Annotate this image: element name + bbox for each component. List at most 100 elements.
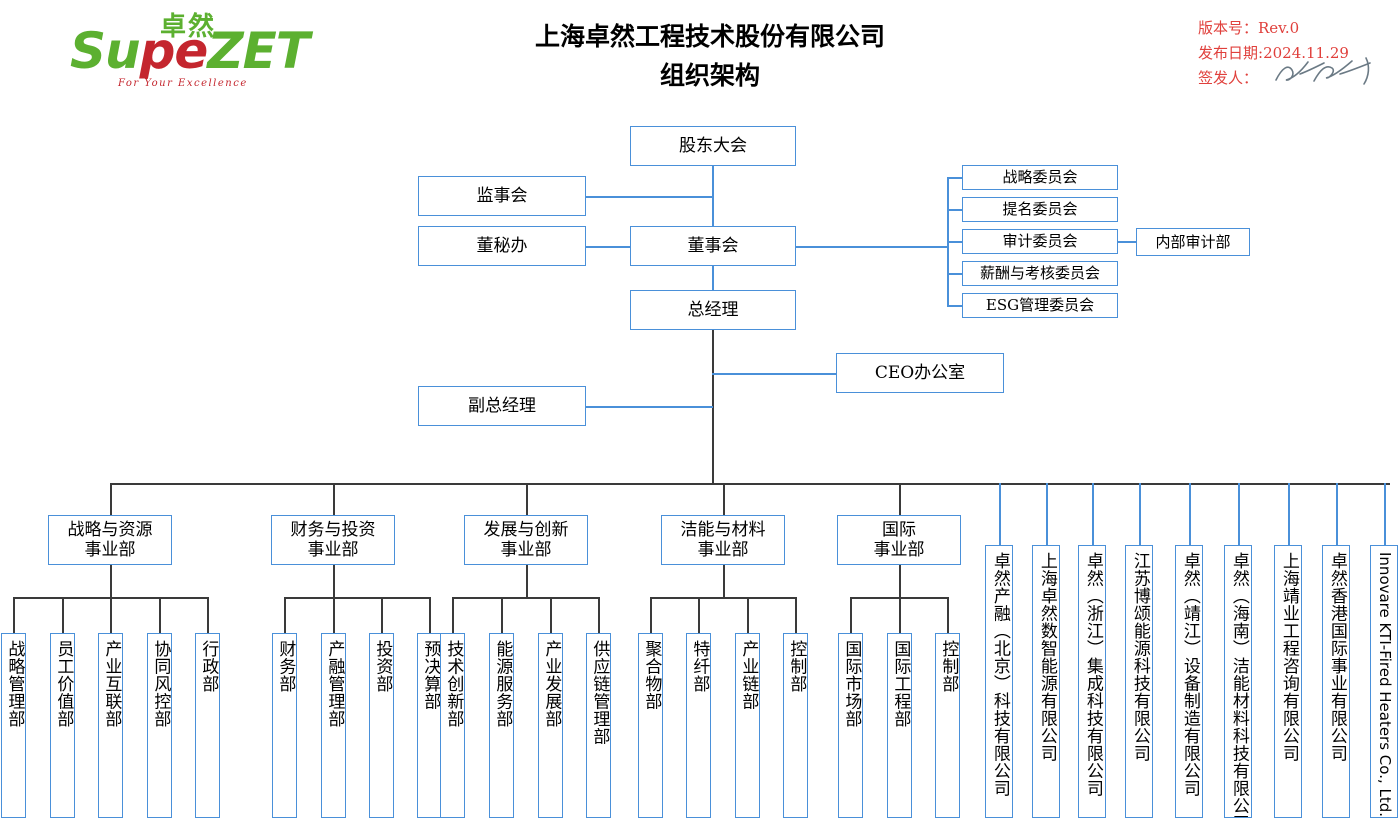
box-department[interactable]: 协同风控部 <box>147 633 172 818</box>
division2-dept-stub-1 <box>284 597 286 633</box>
box-committee-esg[interactable]: ESG管理委员会 <box>962 293 1118 318</box>
issuer-label: 签发人： <box>1198 68 1259 87</box>
box-department[interactable]: 产业链部 <box>735 633 760 818</box>
subsidiary-label: Innovare KTI-Fired Heaters Co., Ltd. <box>1375 552 1394 818</box>
division3-dept-bus <box>452 597 599 599</box>
committee-stub-3 <box>947 241 962 243</box>
box-subsidiary[interactable]: 卓然（海南）洁能材料科技有限公司 <box>1224 545 1252 818</box>
division1-dept-stub-2 <box>62 597 64 633</box>
box-department[interactable]: 财务部 <box>272 633 297 818</box>
box-department[interactable]: 能源服务部 <box>489 633 514 818</box>
box-department[interactable]: 投资部 <box>369 633 394 818</box>
box-division-international[interactable]: 国际 事业部 <box>837 515 961 565</box>
division-stub-3 <box>526 483 528 515</box>
committee-stub-2 <box>947 209 962 211</box>
box-subsidiary[interactable]: 卓然产融（北京）科技有限公司 <box>985 545 1013 818</box>
box-division-finance-investment[interactable]: 财务与投资 事业部 <box>271 515 395 565</box>
division1-dept-stub-1 <box>13 597 15 633</box>
department-label: 员工价值部 <box>53 640 74 728</box>
logo-word-zet: ZET <box>207 22 310 80</box>
box-board-of-directors[interactable]: 董事会 <box>630 226 796 266</box>
division3-dept-stub-4 <box>598 597 600 633</box>
division3-dept-stub-3 <box>550 597 552 633</box>
box-deputy-general-manager[interactable]: 副总经理 <box>418 386 586 426</box>
issuer-row: 签发人： <box>1198 56 1398 91</box>
box-subsidiary[interactable]: 上海靖业工程咨询有限公司 <box>1274 545 1302 818</box>
company-logo: 卓然 SupeZET For Your Excellence <box>62 8 312 100</box>
box-committee-remuneration[interactable]: 薪酬与考核委员会 <box>962 261 1118 286</box>
subsidiary-stub-8 <box>1336 483 1338 545</box>
box-department[interactable]: 行政部 <box>195 633 220 818</box>
subsidiary-label: 上海卓然数智能源有限公司 <box>1036 552 1057 762</box>
connector-secretary-to-board <box>586 246 631 248</box>
box-department[interactable]: 供应链管理部 <box>586 633 611 818</box>
box-division-clean-energy-materials[interactable]: 洁能与材料 事业部 <box>661 515 785 565</box>
box-department[interactable]: 预决算部 <box>417 633 442 818</box>
box-subsidiary[interactable]: 上海卓然数智能源有限公司 <box>1032 545 1060 818</box>
division-name-line1: 财务与投资 <box>290 519 376 540</box>
box-board-secretary-office[interactable]: 董秘办 <box>418 226 586 266</box>
box-department[interactable]: 聚合物部 <box>638 633 663 818</box>
box-subsidiary[interactable]: 卓然（靖江）设备制造有限公司 <box>1175 545 1203 818</box>
department-label: 产业发展部 <box>541 640 562 728</box>
box-department[interactable]: 产业发展部 <box>538 633 563 818</box>
box-committee-audit[interactable]: 审计委员会 <box>962 229 1118 254</box>
division2-dept-stub-4 <box>429 597 431 633</box>
division2-drop <box>333 565 335 598</box>
box-committee-strategy[interactable]: 战略委员会 <box>962 165 1118 190</box>
box-department[interactable]: 国际工程部 <box>887 633 912 818</box>
box-department[interactable]: 产业互联部 <box>98 633 123 818</box>
signature-mark <box>1275 56 1371 85</box>
box-subsidiary[interactable]: 江苏博颂能源科技有限公司 <box>1125 545 1153 818</box>
box-department[interactable]: 员工价值部 <box>50 633 75 818</box>
box-subsidiary[interactable]: Innovare KTI-Fired Heaters Co., Ltd. <box>1370 545 1398 818</box>
division-name-line2: 事业部 <box>500 540 552 560</box>
division-name-line1: 洁能与材料 <box>680 519 766 540</box>
department-label: 产业链部 <box>738 640 759 710</box>
division-stub-5 <box>899 483 901 515</box>
box-supervisory-board[interactable]: 监事会 <box>418 176 586 216</box>
box-shareholders-meeting[interactable]: 股东大会 <box>630 126 796 166</box>
department-label: 国际工程部 <box>890 640 911 728</box>
box-division-development-innovation[interactable]: 发展与创新 事业部 <box>464 515 588 565</box>
committee-stub-5 <box>947 305 962 307</box>
box-general-manager[interactable]: 总经理 <box>630 290 796 330</box>
logo-word-p: p <box>139 22 176 80</box>
division-stub-2 <box>333 483 335 515</box>
box-department[interactable]: 产融管理部 <box>321 633 346 818</box>
division5-dept-stub-2 <box>899 597 901 633</box>
box-department[interactable]: 特纤部 <box>686 633 711 818</box>
revision-info: 版本号：Rev.0 发布日期:2024.11.29 签发人： <box>1198 16 1398 90</box>
subsidiary-stub-9 <box>1384 483 1386 545</box>
connector-trunk-to-deputy-gm <box>586 406 713 408</box>
division1-dept-stub-5 <box>207 597 209 633</box>
logo-word-su: Su <box>70 22 141 80</box>
box-division-strategy-resources[interactable]: 战略与资源 事业部 <box>48 515 172 565</box>
division-name-line1: 战略与资源 <box>67 519 153 540</box>
department-label: 供应链管理部 <box>589 640 610 745</box>
revision-label: 版本号： <box>1198 19 1259 37</box>
logo-wordmark: SupeZET <box>70 26 310 76</box>
box-department[interactable]: 控制部 <box>783 633 808 818</box>
division3-drop <box>526 565 528 598</box>
division5-drop <box>899 565 901 598</box>
box-department[interactable]: 控制部 <box>935 633 960 818</box>
box-committee-nomination[interactable]: 提名委员会 <box>962 197 1118 222</box>
box-department[interactable]: 国际市场部 <box>838 633 863 818</box>
box-ceo-office[interactable]: CEO办公室 <box>836 353 1004 393</box>
revision-value: Rev.0 <box>1258 19 1300 37</box>
logo-chinese-mark: 卓然 <box>160 12 217 42</box>
division4-dept-bus <box>650 597 796 599</box>
division3-dept-stub-2 <box>501 597 503 633</box>
department-label: 控制部 <box>786 640 807 693</box>
box-subsidiary[interactable]: 卓然香港国际事业有限公司 <box>1322 545 1350 818</box>
box-department[interactable]: 技术创新部 <box>440 633 465 818</box>
division5-dept-stub-3 <box>947 597 949 633</box>
box-department[interactable]: 战略管理部 <box>1 633 26 818</box>
division5-dept-stub-1 <box>850 597 852 633</box>
box-subsidiary[interactable]: 卓然（浙江）集成科技有限公司 <box>1078 545 1106 818</box>
box-internal-audit[interactable]: 内部审计部 <box>1136 228 1250 256</box>
subsidiary-stub-4 <box>1139 483 1141 545</box>
division-name-line2: 事业部 <box>873 540 925 560</box>
department-label: 国际市场部 <box>841 640 862 728</box>
